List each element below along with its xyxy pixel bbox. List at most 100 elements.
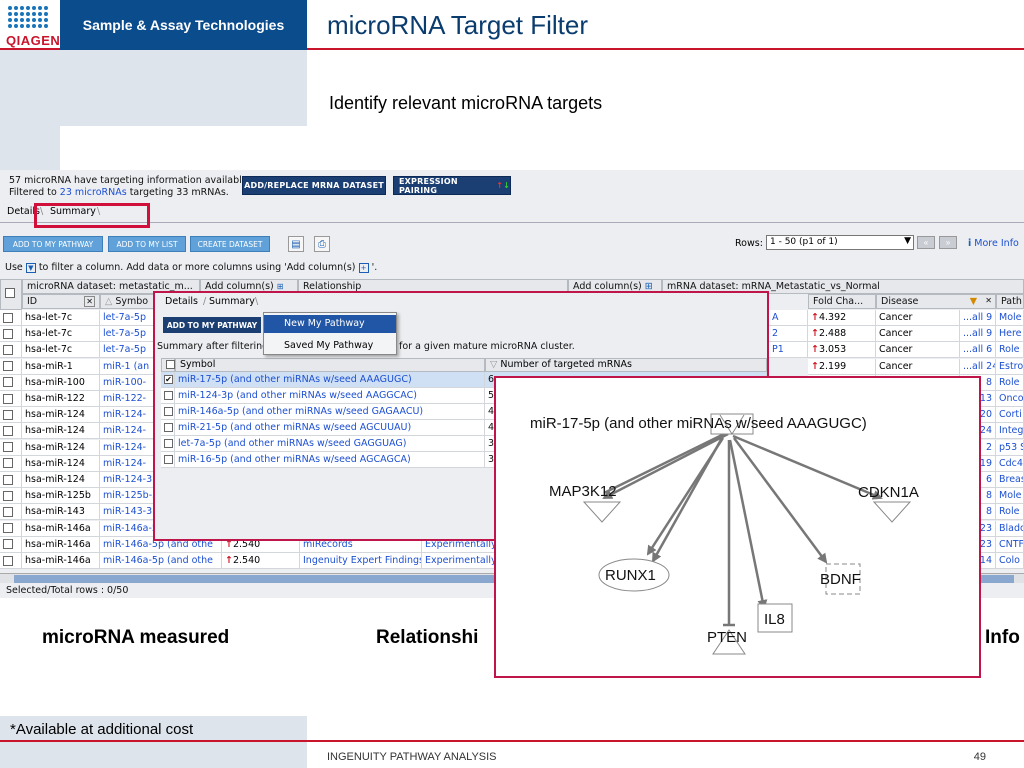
table-cell-conf[interactable]: Experimentally — [422, 553, 496, 569]
table-cell-path[interactable]: Integ — [996, 423, 1024, 440]
disease-more-link[interactable]: ...all 9 — [960, 310, 996, 326]
col-header-symbol[interactable]: △ Symbo — [100, 294, 158, 309]
checkbox[interactable]: ✔ — [164, 375, 173, 384]
row-checkbox[interactable] — [0, 407, 22, 424]
summary-row-symbol[interactable]: miR-124-3p (and other miRNAs w/seed AAGG… — [175, 388, 485, 404]
more-info-link[interactable]: i More Info — [968, 238, 1019, 249]
checkbox[interactable] — [3, 377, 13, 388]
il8-node[interactable] — [757, 603, 793, 633]
checkbox[interactable] — [3, 442, 13, 453]
summary-row-checkbox[interactable] — [161, 436, 175, 452]
tab-summary[interactable]: Summary — [50, 206, 96, 217]
row-checkbox[interactable] — [0, 472, 22, 488]
select-all-checkbox[interactable] — [166, 360, 175, 369]
checkbox[interactable] — [3, 425, 13, 436]
summary-row-checkbox[interactable] — [161, 420, 175, 436]
add-column-header[interactable]: Add column(s) ⊞ — [200, 279, 298, 294]
checkbox[interactable] — [3, 393, 13, 404]
cdkn1a-node[interactable] — [872, 501, 912, 523]
row-checkbox[interactable] — [0, 326, 22, 343]
summary-row-checkbox[interactable] — [161, 452, 175, 468]
row-checkbox[interactable] — [0, 374, 22, 391]
add-to-list-button[interactable]: ADD TO MY LIST — [108, 236, 186, 252]
mirna-count-link[interactable]: 23 microRNAs — [59, 187, 127, 198]
table-cell-path[interactable]: Onco — [996, 391, 1024, 407]
checkbox[interactable] — [3, 474, 13, 485]
table-cell-path[interactable]: Blado — [996, 520, 1024, 537]
col-header-disease[interactable]: Disease▼✕ — [876, 294, 996, 309]
summary-col-symbol[interactable]: Symbol — [175, 358, 485, 372]
disease-more-link[interactable]: ...all 6 — [960, 342, 996, 359]
table-cell-sym[interactable]: miR-146a-5p (and othe — [100, 553, 222, 569]
checkbox[interactable] — [3, 506, 13, 517]
checkbox[interactable] — [164, 439, 173, 448]
summary-row-checkbox[interactable]: ✔ — [161, 372, 175, 388]
table-cell-path[interactable]: Role — [996, 374, 1024, 391]
map3k12-node[interactable] — [582, 501, 622, 523]
disease-more-link[interactable]: ...all 9 — [960, 326, 996, 343]
row-checkbox[interactable] — [0, 391, 22, 407]
row-checkbox[interactable] — [0, 423, 22, 440]
checkbox[interactable] — [3, 458, 13, 469]
next-page-button[interactable]: » — [939, 236, 957, 249]
row-checkbox[interactable] — [0, 439, 22, 456]
row-checkbox[interactable] — [0, 342, 22, 359]
checkbox[interactable] — [3, 328, 13, 339]
table-cell-path[interactable]: p53 S — [996, 439, 1024, 456]
checkbox[interactable] — [3, 312, 13, 323]
table-cell-path[interactable]: Mole — [996, 488, 1024, 505]
rows-select[interactable]: 1 - 50 (p1 of 1)▼ — [766, 235, 914, 250]
summary-row-symbol[interactable]: miR-146a-5p (and other miRNAs w/seed GAG… — [175, 404, 485, 420]
menu-new-my-pathway[interactable]: New My Pathway — [264, 315, 396, 333]
close-icon[interactable]: ✕ — [985, 296, 992, 305]
col-header-fold-change[interactable]: Fold Cha... — [808, 294, 876, 309]
select-all-checkbox[interactable] — [5, 288, 15, 298]
table-cell-path[interactable]: Mole — [996, 310, 1024, 326]
table-cell-path[interactable]: Colo — [996, 553, 1024, 569]
checkbox[interactable] — [3, 361, 13, 372]
row-checkbox[interactable] — [0, 358, 22, 375]
print-icon[interactable]: ⎙ — [314, 236, 330, 252]
checkbox[interactable] — [3, 344, 13, 355]
expression-pairing-button[interactable]: EXPRESSION PAIRING↑↓ — [393, 176, 511, 195]
summary-row-symbol[interactable]: miR-17-5p (and other miRNAs w/seed AAAGU… — [175, 372, 485, 388]
checkbox[interactable] — [3, 409, 13, 420]
summary-add-to-pathway-button[interactable]: ADD TO MY PATHWAY — [163, 317, 261, 333]
create-dataset-button[interactable]: CREATE DATASET — [190, 236, 270, 252]
checkbox[interactable] — [164, 407, 173, 416]
summary-row-checkbox[interactable] — [161, 404, 175, 420]
tab-summary[interactable]: Summary — [209, 296, 255, 307]
gene-tag-cell[interactable]: P1 — [769, 342, 808, 359]
checkbox[interactable] — [3, 539, 13, 550]
select-all-header[interactable] — [0, 279, 22, 310]
disease-more-link[interactable]: ...all 24 — [960, 358, 996, 375]
close-icon[interactable]: ✕ — [84, 296, 95, 307]
summary-row-symbol[interactable]: miR-21-5p (and other miRNAs w/seed AGCUU… — [175, 420, 485, 436]
checkbox[interactable] — [3, 523, 13, 534]
bdnf-node[interactable] — [825, 563, 861, 595]
pten-node[interactable] — [712, 629, 746, 655]
table-cell-src[interactable]: Ingenuity Expert Findings — [300, 553, 422, 569]
summary-col-count[interactable]: ▽ Number of targeted mRNAs — [485, 358, 767, 372]
row-checkbox[interactable] — [0, 504, 22, 521]
runx1-node[interactable] — [598, 558, 670, 592]
table-cell-path[interactable]: CNTF — [996, 536, 1024, 553]
gene-tag-cell[interactable]: 2 — [769, 326, 808, 343]
table-cell-path[interactable]: Estro — [996, 358, 1024, 375]
export-icon[interactable]: ▤ — [288, 236, 304, 252]
add-column-header-2[interactable]: Add column(s) ⊞ — [568, 279, 662, 294]
row-checkbox[interactable] — [0, 536, 22, 553]
checkbox[interactable] — [164, 423, 173, 432]
tab-details[interactable]: Details — [7, 206, 40, 217]
checkbox[interactable] — [3, 490, 13, 501]
row-checkbox[interactable] — [0, 520, 22, 537]
table-cell-path[interactable]: Breas — [996, 472, 1024, 488]
row-checkbox[interactable] — [0, 310, 22, 326]
table-cell-path[interactable]: Role — [996, 342, 1024, 359]
row-checkbox[interactable] — [0, 455, 22, 472]
filter-icon[interactable]: ▼ — [969, 296, 977, 307]
add-to-pathway-button[interactable]: ADD TO MY PATHWAY — [3, 236, 103, 252]
tab-details[interactable]: Details — [165, 296, 198, 307]
summary-row-checkbox[interactable] — [161, 388, 175, 404]
table-cell-path[interactable]: Corti — [996, 407, 1024, 424]
